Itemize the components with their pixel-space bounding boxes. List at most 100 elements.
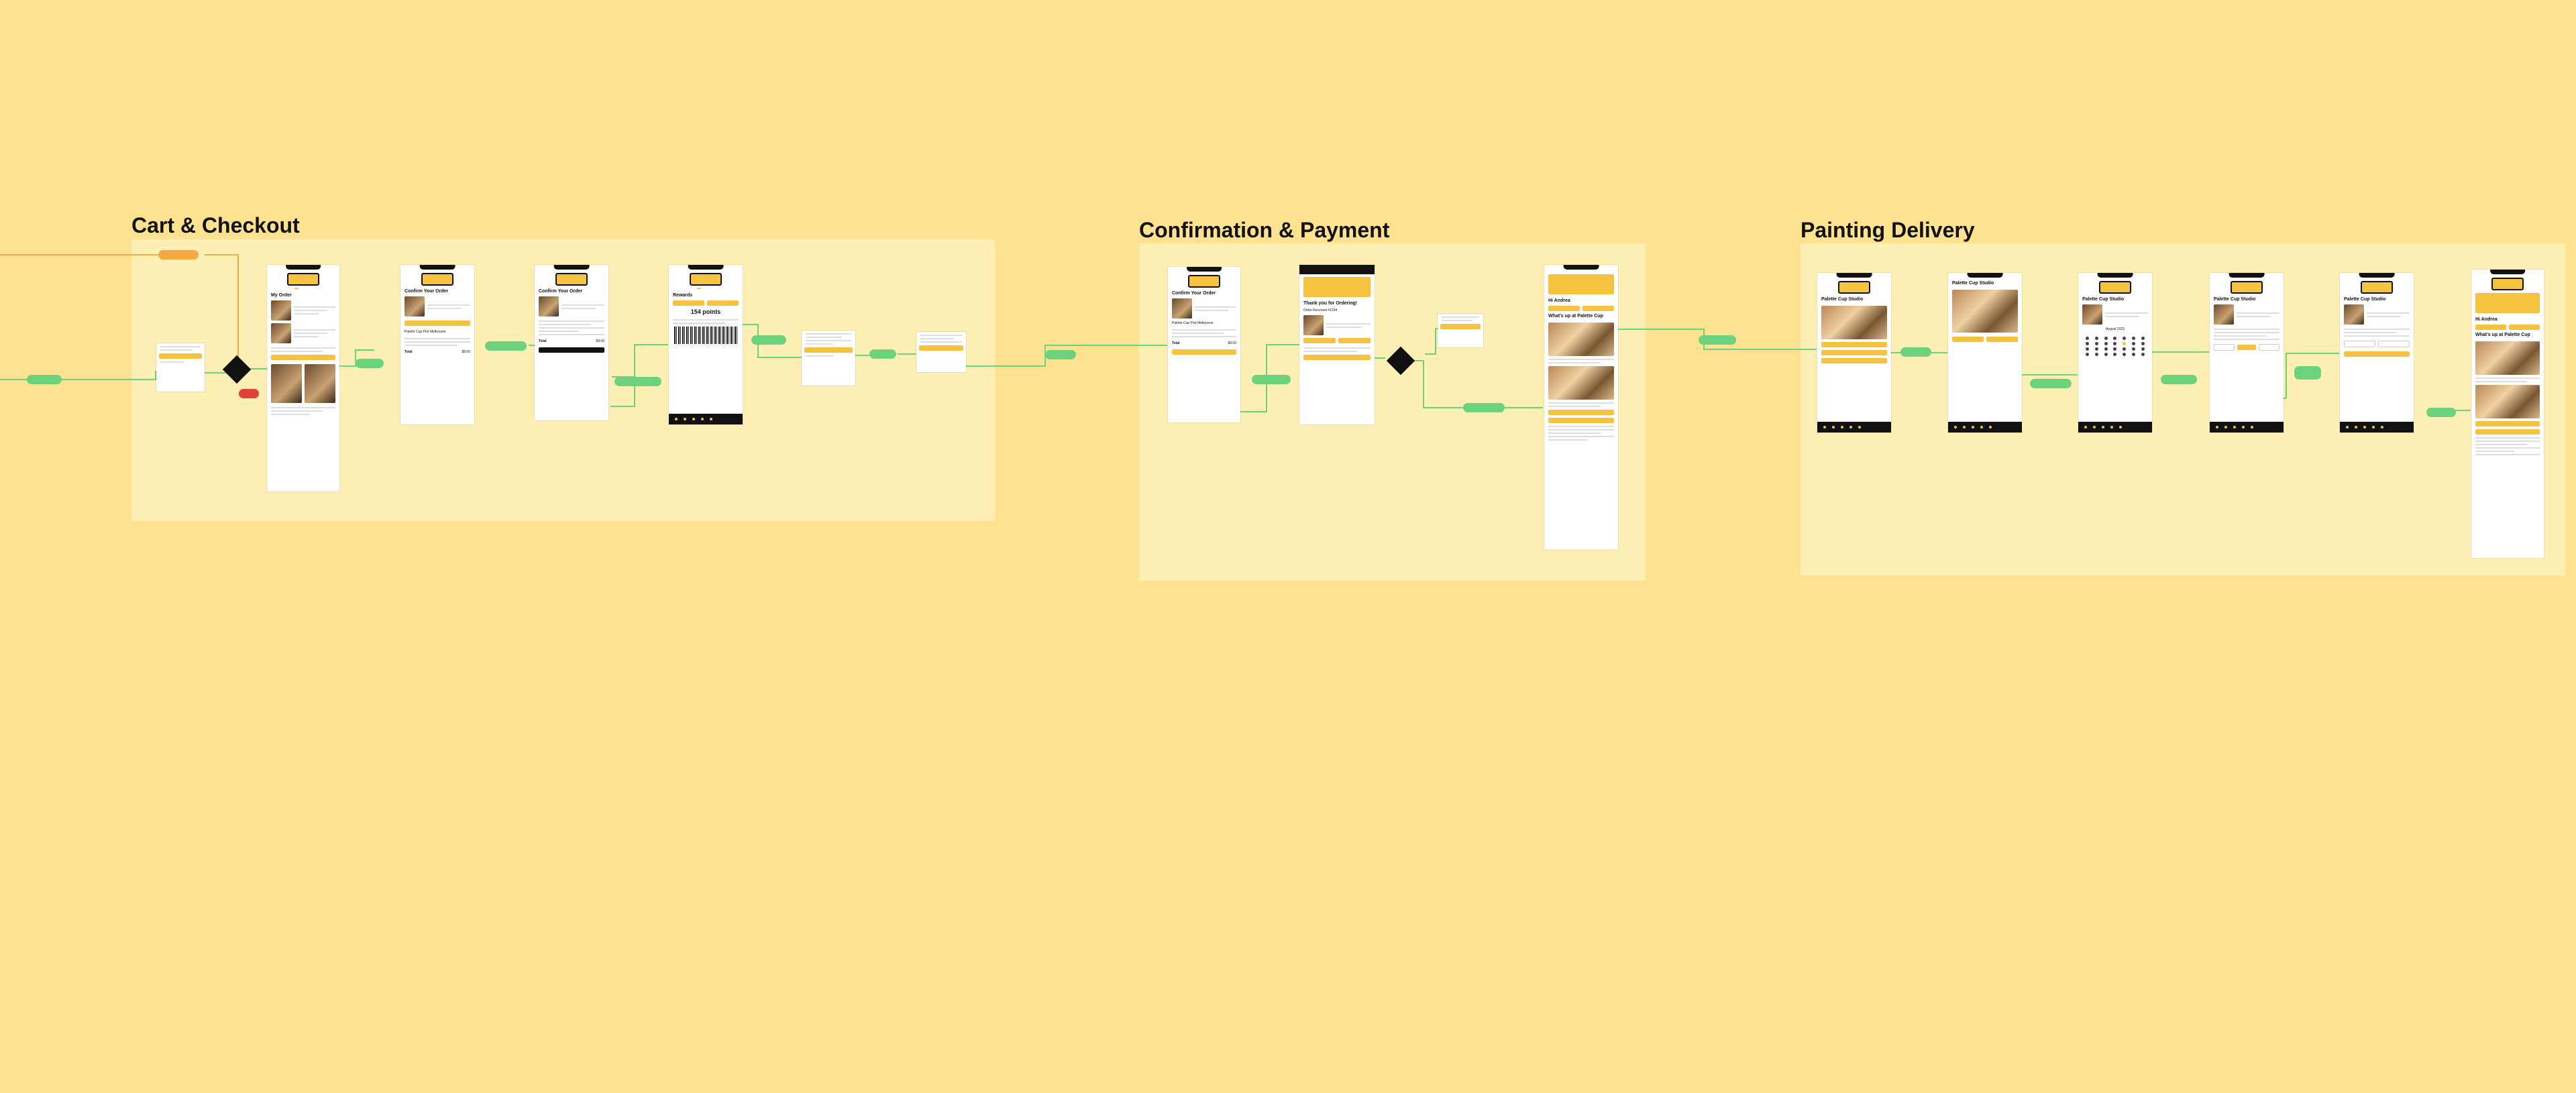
nav-icon[interactable] <box>1841 426 1843 428</box>
points-balance: 154 points <box>690 308 721 315</box>
tab[interactable] <box>710 288 714 289</box>
action-button[interactable] <box>1338 338 1371 343</box>
calendar-month: August 2023 <box>2105 327 2125 331</box>
item-image <box>2214 304 2234 325</box>
nav-icon[interactable] <box>2363 426 2366 428</box>
nav-icon[interactable] <box>1832 426 1835 428</box>
nav-icon[interactable] <box>1972 426 1974 428</box>
total-row: Total$9.50 <box>1168 340 1240 347</box>
nav-icon[interactable] <box>2372 426 2375 428</box>
nav-icon[interactable] <box>1823 426 1826 428</box>
nav-icon[interactable] <box>1980 426 1983 428</box>
nav-icon[interactable] <box>1954 426 1957 428</box>
popup-primary-button[interactable] <box>159 353 202 359</box>
nav-icon[interactable] <box>2251 426 2253 428</box>
nav-icon[interactable] <box>2242 426 2245 428</box>
studio-item[interactable] <box>2340 303 2414 326</box>
studio-option-button[interactable] <box>1821 350 1887 355</box>
place-order-button[interactable] <box>539 347 604 353</box>
studio-option-button[interactable] <box>1821 358 1887 363</box>
store-name: Palette Cup Port Melbourne <box>1172 321 1214 325</box>
feature-image[interactable] <box>1548 323 1614 356</box>
quick-action-button[interactable] <box>1582 306 1614 311</box>
tab-active[interactable] <box>697 288 701 289</box>
studio-item[interactable] <box>2210 303 2284 326</box>
reward-option-button[interactable] <box>673 300 704 306</box>
time-slot[interactable] <box>2344 341 2375 347</box>
flow-connector-pill <box>356 359 384 368</box>
error-branch-pill <box>239 389 259 398</box>
nav-icon[interactable] <box>2224 426 2227 428</box>
calendar-grid[interactable] <box>2084 337 2147 356</box>
feature-image[interactable] <box>2475 341 2540 375</box>
tab[interactable] <box>308 288 312 289</box>
confirm-button[interactable] <box>919 345 963 351</box>
nav-icon[interactable] <box>2233 426 2236 428</box>
recommend-image[interactable] <box>305 364 335 403</box>
popup-button[interactable] <box>1440 324 1481 329</box>
studio-photo[interactable] <box>1952 290 2018 333</box>
nav-icon[interactable] <box>2355 426 2357 428</box>
nav-icon[interactable] <box>2084 426 2087 428</box>
quick-action-button[interactable] <box>1548 306 1580 311</box>
menu-row[interactable] <box>1548 410 1614 415</box>
time-slot[interactable] <box>2259 344 2280 351</box>
nav-icon[interactable] <box>1858 426 1861 428</box>
nav-icon[interactable] <box>2381 426 2383 428</box>
nav-icon[interactable] <box>710 418 712 420</box>
menu-row[interactable] <box>1548 418 1614 423</box>
tab[interactable] <box>301 288 305 289</box>
reward-option-button[interactable] <box>707 300 739 306</box>
order-status-banner <box>1303 277 1371 297</box>
time-slot[interactable] <box>2237 345 2257 350</box>
action-button[interactable] <box>1303 338 1336 343</box>
nav-icon[interactable] <box>1989 426 1992 428</box>
nav-icon[interactable] <box>692 418 695 420</box>
nav-icon[interactable] <box>1963 426 1966 428</box>
studio-photo[interactable] <box>1821 306 1887 339</box>
feature-image[interactable] <box>1548 366 1614 400</box>
nav-icon[interactable] <box>684 418 686 420</box>
studio-option-button[interactable] <box>1821 342 1887 347</box>
tab[interactable] <box>704 288 708 289</box>
time-slot[interactable] <box>2378 341 2410 347</box>
quick-action-button[interactable] <box>2475 325 2506 330</box>
order-item[interactable] <box>267 322 339 345</box>
section-subtitle: What's up at Palette Cup <box>2475 333 2530 337</box>
order-item[interactable] <box>1168 297 1240 320</box>
flow-connector-pill <box>614 377 661 386</box>
redeem-button[interactable] <box>804 347 853 353</box>
quick-action-button[interactable] <box>2509 325 2540 330</box>
nav-icon[interactable] <box>2119 426 2122 428</box>
order-item[interactable] <box>535 295 608 318</box>
nav-icon[interactable] <box>2110 426 2113 428</box>
time-slot[interactable] <box>2214 344 2235 351</box>
action-button[interactable] <box>1952 337 1984 342</box>
studio-item[interactable] <box>2078 303 2152 326</box>
order-item[interactable] <box>400 295 474 318</box>
flow-connector-pill <box>2426 408 2456 417</box>
flow-connector-pill <box>2030 379 2072 388</box>
pay-button[interactable] <box>1172 349 1236 355</box>
nav-icon[interactable] <box>701 418 704 420</box>
nav-icon[interactable] <box>2093 426 2096 428</box>
book-button[interactable] <box>2344 351 2410 357</box>
tab-active[interactable] <box>294 288 299 289</box>
menu-row[interactable] <box>2475 421 2540 426</box>
secondary-button[interactable] <box>1303 355 1371 360</box>
nav-icon[interactable] <box>2216 426 2218 428</box>
menu-row[interactable] <box>2475 429 2540 435</box>
recommend-image[interactable] <box>271 364 302 403</box>
checkout-button[interactable] <box>271 355 335 360</box>
feature-image[interactable] <box>2475 385 2540 418</box>
order-item[interactable] <box>1299 314 1375 337</box>
rewards-screen: Rewards 154 points <box>669 265 743 424</box>
total-value: $4.00 <box>596 339 604 343</box>
action-button[interactable] <box>1986 337 2018 342</box>
nav-icon[interactable] <box>2346 426 2349 428</box>
nav-icon[interactable] <box>1849 426 1852 428</box>
nav-icon[interactable] <box>675 418 678 420</box>
add-note-button[interactable] <box>405 321 470 326</box>
order-item[interactable] <box>267 299 339 322</box>
nav-icon[interactable] <box>2102 426 2104 428</box>
